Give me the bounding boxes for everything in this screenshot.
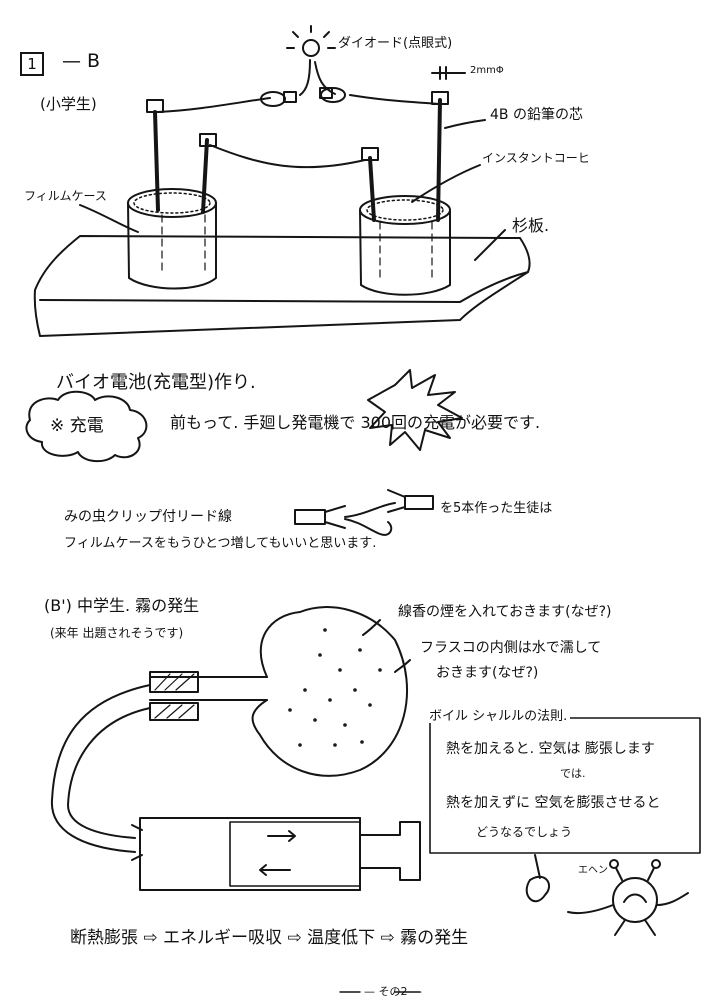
boyle-line-1: 熱を加えると. 空気は 膨張します — [446, 741, 655, 757]
flask-wet-note-1: フラスコの内側は水で濡して — [420, 640, 602, 656]
charge-label: ※ 充電 — [50, 416, 104, 436]
boyle-charles-title: ボイル シャルルの法則. — [426, 710, 571, 723]
lead-wires — [146, 59, 449, 169]
film-case-label: フィルムケース — [24, 189, 107, 203]
flask — [149, 606, 409, 777]
middle-school-title: (B') 中学生. 霧の発生 — [44, 596, 200, 615]
rubber-stopper — [149, 671, 199, 721]
charge-note: 前もって. 手廻し発電機で 300回の充電が必要です. — [170, 413, 541, 432]
boyle-line-4: どうなるでしょう — [476, 825, 573, 839]
clip-lead-wire-illustration — [294, 489, 434, 536]
flask-wet-note-2: おきます(なぜ?) — [436, 665, 539, 681]
section-id: 1 — [20, 52, 44, 76]
rubber-tube — [50, 684, 151, 853]
boyle-line-3: 熱を加えずに 空気を膨張させると — [446, 795, 661, 811]
dimension-label: 2mmΦ — [470, 65, 504, 76]
diode-light — [286, 25, 336, 57]
pencil-lead-electrodes — [153, 98, 442, 222]
right-film-case — [359, 195, 451, 296]
syringe — [131, 817, 421, 891]
charge-cloud — [25, 390, 148, 463]
instant-coffee-label: インスタントコーヒ — [482, 151, 590, 165]
board-label: 杉板. — [512, 216, 550, 235]
ehen-label: エヘン — [578, 865, 608, 876]
diode-label: ダイオード(点眼式) — [338, 36, 453, 51]
wooden-board — [33, 235, 531, 337]
section-suffix: — B — [62, 50, 101, 72]
clip-wire-line-3: フィルムケースをもうひとつ増してもいいと思います. — [64, 536, 377, 551]
page-footer: — その2 — — [364, 985, 422, 998]
cartoon-character — [525, 854, 689, 936]
smoke-dots — [288, 628, 382, 747]
boyle-line-2: では. — [560, 767, 586, 780]
pencil-lead-label: 4B の鉛筆の芯 — [490, 107, 583, 123]
bio-battery-title: バイオ電池(充電型)作り. — [56, 372, 256, 393]
process-flow: 断熱膨張 ⇨ エネルギー吸収 ⇨ 温度低下 ⇨ 霧の発生 — [70, 928, 469, 948]
middle-school-subtitle: (来年 出題されそうです) — [50, 626, 184, 640]
clip-wire-line-1: みの虫クリップ付リード線 — [64, 509, 232, 525]
incense-smoke-note: 線香の煙を入れておきます(なぜ?) — [398, 604, 612, 620]
speech-burst — [367, 369, 463, 451]
clip-wire-line-2: を5本作った生徒は — [440, 501, 553, 516]
elementary-label: (小学生) — [40, 95, 97, 113]
left-film-case — [127, 188, 217, 290]
